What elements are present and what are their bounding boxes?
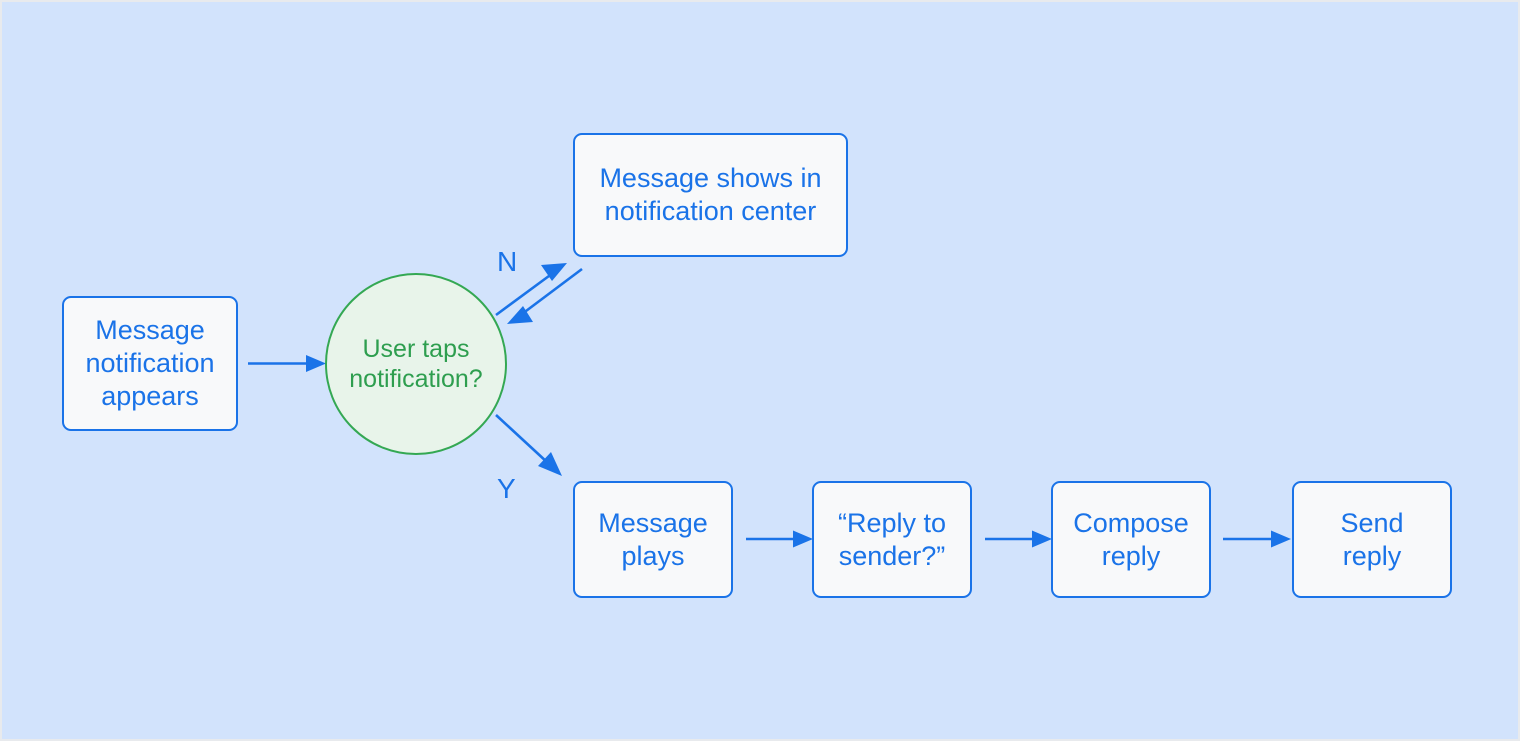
node-message-notification-appears[interactable]: Message notification appears	[62, 296, 238, 431]
edge-label-yes: Y	[497, 473, 516, 504]
node-send-reply[interactable]: Send reply	[1292, 481, 1452, 598]
node-message-shows-in-notification-center[interactable]: Message shows in notification center	[573, 133, 848, 257]
edge-notification-center-to-decision	[507, 267, 583, 324]
edge-decision-to-message-plays	[495, 414, 562, 476]
node-message-plays[interactable]: Message plays	[573, 481, 733, 598]
edge-label-no: N	[497, 246, 518, 277]
edge-compose-reply-to-send-reply	[1223, 530, 1291, 548]
node-user-taps-notification-decision[interactable]: User taps notification?	[325, 273, 507, 455]
edge-start-to-decision	[248, 355, 326, 372]
edge-reply-prompt-to-compose-reply	[985, 530, 1052, 548]
edge-message-plays-to-reply-prompt	[746, 530, 813, 548]
node-compose-reply[interactable]: Compose reply	[1051, 481, 1211, 598]
node-reply-to-sender-prompt[interactable]: “Reply to sender?”	[812, 481, 972, 598]
